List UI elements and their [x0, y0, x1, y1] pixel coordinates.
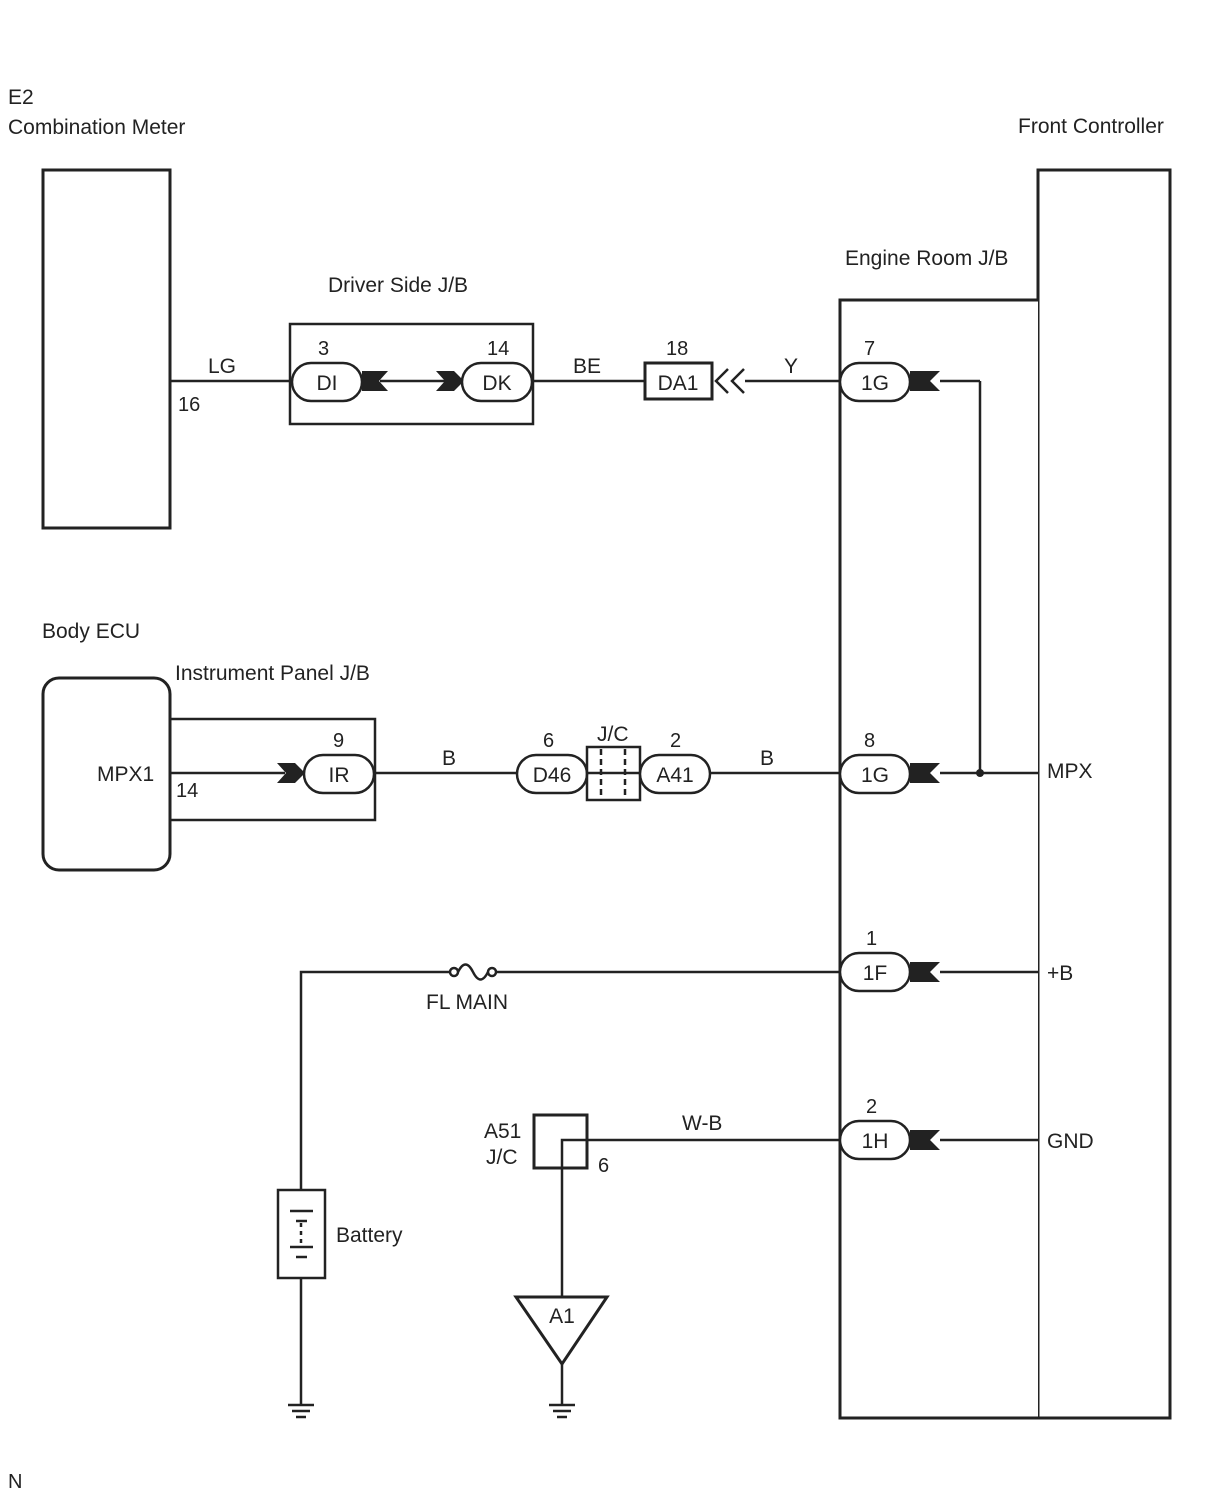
- inline-connector-icon: [730, 368, 745, 394]
- wire-be-label: BE: [573, 355, 601, 378]
- female-terminal-icon: [362, 371, 388, 391]
- pin-18: 18: [666, 338, 688, 360]
- pin-1: 1: [866, 928, 877, 950]
- fuse-icon: [448, 963, 498, 981]
- ecu-pin-14: 14: [176, 780, 198, 802]
- connector-ir: [302, 753, 376, 795]
- wire-b-left-label: B: [442, 747, 456, 770]
- connector-1f-label: 1F: [863, 962, 888, 985]
- front-controller-box: [1036, 168, 1172, 1420]
- ground-point-a1-icon: [513, 1295, 610, 1367]
- connector-ir-label: IR: [329, 764, 350, 787]
- connector-1h-label: 1H: [862, 1130, 889, 1153]
- body-ecu-label: Body ECU: [42, 620, 140, 643]
- pin-14: 14: [487, 338, 509, 360]
- connector-da1-label: DA1: [658, 372, 699, 395]
- connector-1g-mid-label: 1G: [861, 764, 889, 787]
- female-terminal-icon: [910, 763, 940, 783]
- junction-a51-pin: 6: [598, 1155, 609, 1177]
- connector-da1: [643, 361, 714, 401]
- wire-y-label: Y: [784, 355, 798, 378]
- pin-8: 8: [864, 730, 875, 752]
- instrument-panel-jb-label: Instrument Panel J/B: [175, 662, 370, 685]
- male-terminal-icon: [277, 763, 305, 783]
- junction-a51-box: [532, 1113, 589, 1170]
- connector-dk: [460, 361, 534, 403]
- pin-6: 6: [543, 730, 554, 752]
- meter-pin-16: 16: [178, 394, 200, 416]
- terminal-plus-b: +B: [1047, 962, 1073, 985]
- combination-meter-label: Combination Meter: [8, 116, 185, 139]
- ground-point-a1-label: A1: [549, 1305, 575, 1328]
- engine-room-jb-box: [838, 298, 1038, 1420]
- combination-meter-code: E2: [8, 86, 34, 109]
- connector-1g-top-label: 1G: [861, 372, 889, 395]
- splice-point: [976, 769, 984, 777]
- female-terminal-icon: [910, 371, 940, 391]
- terminal-mpx: MPX: [1047, 760, 1093, 783]
- junction-a51-type: J/C: [486, 1146, 518, 1169]
- pin-3: 3: [318, 338, 329, 360]
- front-controller-label: Front Controller: [1018, 115, 1164, 138]
- driver-side-jb-label: Driver Side J/B: [328, 274, 468, 297]
- female-terminal-icon: [910, 962, 940, 982]
- body-ecu-terminal-mpx1: MPX1: [97, 763, 154, 786]
- pin-7: 7: [864, 338, 875, 360]
- wire-b-right-label: B: [760, 747, 774, 770]
- pin-2-gnd: 2: [866, 1096, 877, 1118]
- corner-mark: N: [8, 1471, 22, 1493]
- terminal-gnd: GND: [1047, 1130, 1094, 1153]
- inline-connector-icon: [714, 368, 729, 394]
- ground-icon: [549, 1403, 575, 1419]
- connector-a41-label: A41: [656, 764, 693, 787]
- wire-wb-label: W-B: [682, 1112, 722, 1135]
- connector-d46-label: D46: [533, 764, 572, 787]
- female-terminal-icon: [910, 1130, 940, 1150]
- engine-room-jb-label: Engine Room J/B: [845, 247, 1008, 270]
- junction-jc-label: J/C: [597, 723, 629, 746]
- pin-9: 9: [333, 730, 344, 752]
- pin-2: 2: [670, 730, 681, 752]
- combination-meter-box: [41, 168, 172, 530]
- junction-a51-code: A51: [484, 1120, 521, 1143]
- male-terminal-icon: [436, 371, 464, 391]
- connector-di-label: DI: [317, 372, 338, 395]
- battery-icon: [290, 1209, 313, 1259]
- connector-dk-label: DK: [482, 372, 511, 395]
- fuse-label: FL MAIN: [426, 991, 508, 1014]
- battery-label: Battery: [336, 1224, 403, 1247]
- instrument-panel-jb-box: [170, 717, 377, 822]
- driver-side-jb-box: [288, 322, 535, 426]
- wire-wb: [560, 1138, 840, 1297]
- ground-icon: [288, 1403, 314, 1419]
- wire-battery-feed: [299, 970, 450, 1190]
- wire-lg-label: LG: [208, 355, 236, 378]
